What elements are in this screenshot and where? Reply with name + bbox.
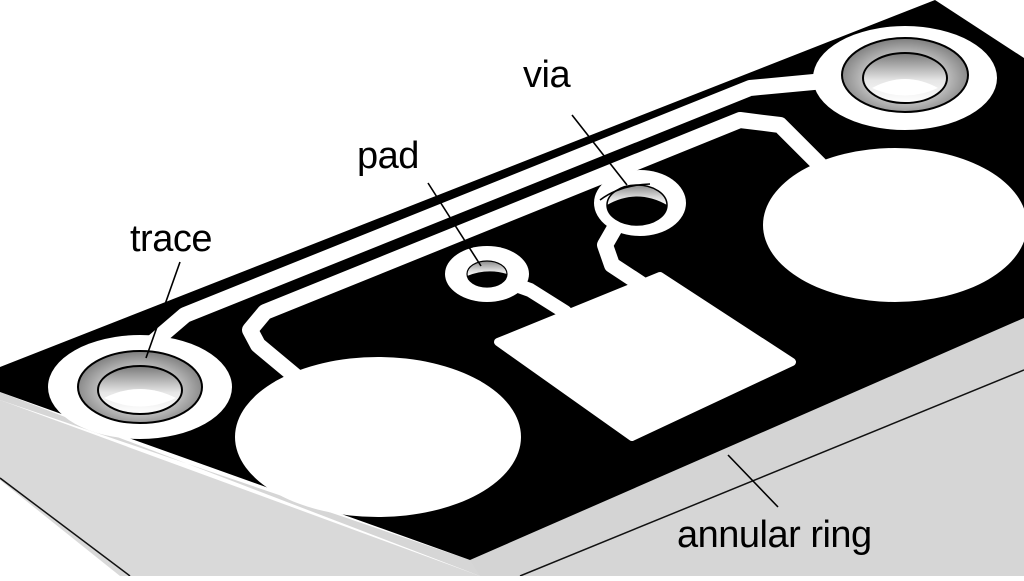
large-pad-left [235, 357, 521, 517]
leader-trace [145, 261, 181, 359]
left-plated-hole [48, 335, 232, 439]
trace-inner [242, 112, 828, 388]
label-trace: trace [130, 218, 212, 260]
leader-annular-ring [727, 454, 779, 508]
large-pad-right [763, 148, 1024, 302]
small-pad [445, 246, 529, 302]
via [594, 170, 686, 236]
trace-outer [142, 72, 843, 353]
label-annular-ring: annular ring [677, 514, 872, 556]
traces [142, 72, 843, 388]
label-via: via [523, 54, 571, 96]
label-pad: pad [357, 135, 419, 177]
right-plated-hole [813, 26, 997, 130]
square-pad [494, 272, 796, 441]
leader-lines [145, 114, 779, 508]
board-edge [0, 318, 1024, 577]
leader-pad [427, 182, 482, 267]
leader-via [571, 114, 628, 186]
